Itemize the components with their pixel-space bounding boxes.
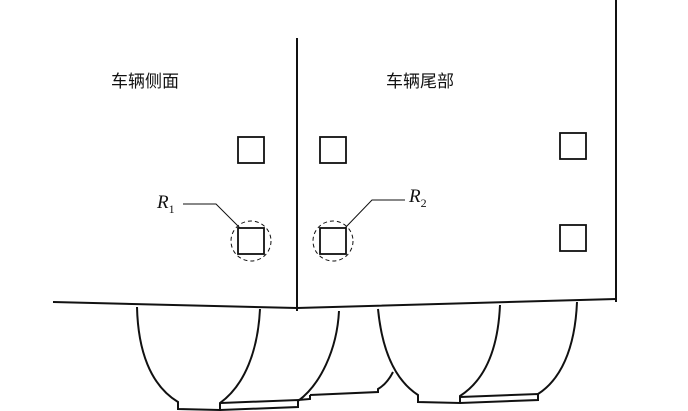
r1-subscript: 1 (168, 201, 175, 216)
r2-circle (312, 220, 354, 262)
r2-letter: R (409, 186, 421, 207)
window-rear-lower-right (559, 224, 587, 252)
label-r2: R2 (409, 186, 427, 211)
body-outline (52, 0, 617, 311)
r1-circle (230, 220, 272, 262)
label-r1: R1 (157, 192, 175, 217)
rear-view-title: 车辆尾部 (386, 72, 454, 92)
r2-subscript: 2 (420, 195, 427, 210)
windows (237, 132, 587, 255)
wheels (136, 301, 578, 411)
window-rear-lower-left (319, 227, 347, 255)
side-view-title: 车辆侧面 (111, 72, 179, 92)
highlight-circles (230, 220, 354, 262)
window-side-upper (237, 136, 265, 164)
window-rear-upper-left (319, 136, 347, 164)
window-rear-upper-right (559, 132, 587, 160)
window-side-lower (237, 227, 265, 255)
r1-letter: R (157, 192, 169, 213)
leader-lines (183, 199, 405, 229)
